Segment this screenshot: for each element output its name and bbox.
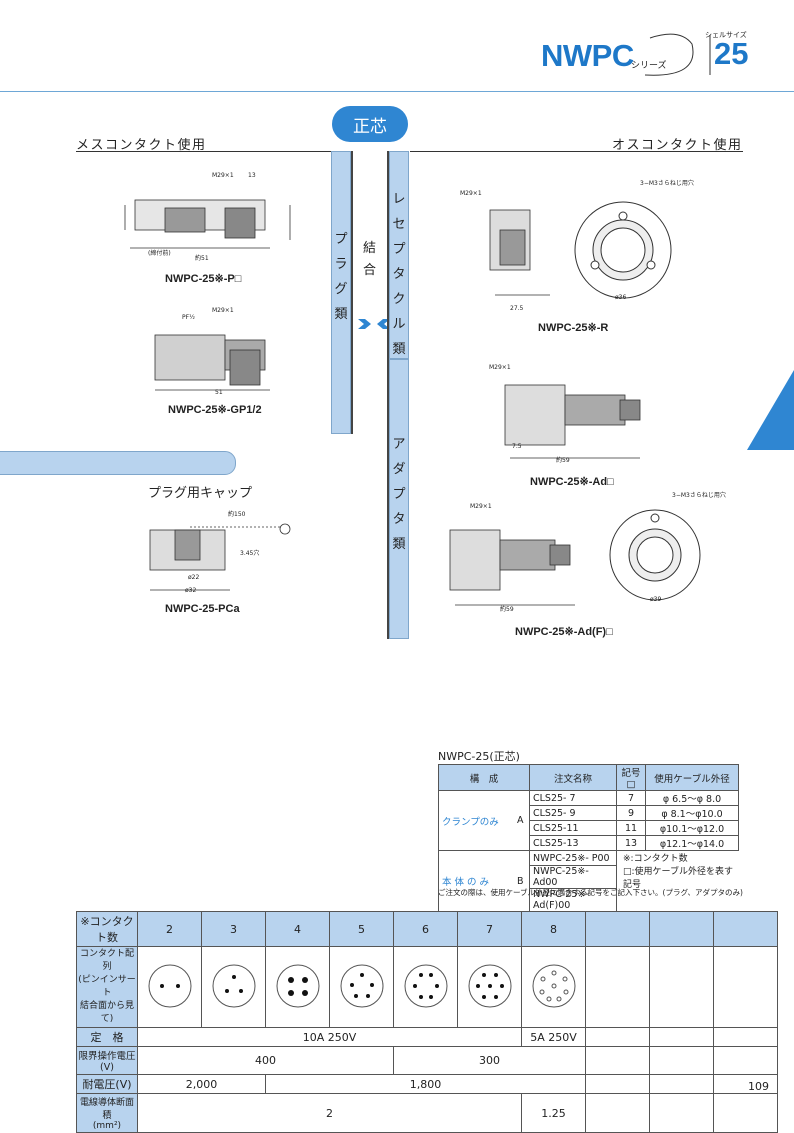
section-pill bbox=[0, 451, 236, 475]
dim-36: ø36 bbox=[615, 294, 627, 301]
shell-size: 25 bbox=[714, 36, 749, 71]
layout-label: コンタクト配列(ピンインサート結合面から見て) bbox=[76, 946, 138, 1028]
col-order-name: 注文名称 bbox=[529, 764, 617, 791]
voltage-label: 限界操作電圧(V) bbox=[76, 1046, 138, 1075]
table-row: NWPC-25※- Ad00 bbox=[439, 865, 739, 889]
dim-m29-adf: M29×1 bbox=[470, 503, 492, 510]
page-number: 109 bbox=[748, 1080, 769, 1093]
right-section-title: オスコンタクト使用 bbox=[612, 138, 743, 153]
clamp-code: A bbox=[513, 790, 530, 851]
caption-adapter-f: NWPC-25※-Ad(F)□ bbox=[515, 626, 613, 638]
dim-m29-ad: M29×1 bbox=[489, 364, 511, 371]
dim-clamp: (締付前) bbox=[148, 250, 171, 257]
table-row: NWPC-25※-Ad(F)00 bbox=[439, 888, 739, 912]
dim-275: 27.5 bbox=[510, 305, 524, 312]
layout-4-icon bbox=[276, 964, 319, 1007]
dim-32: ø32 bbox=[185, 587, 197, 594]
adapter-f-front-drawing bbox=[609, 509, 701, 601]
dim-51: 約51 bbox=[195, 255, 209, 262]
caption-adapter: NWPC-25※-Ad□ bbox=[530, 476, 614, 488]
caption-plug-gp: NWPC-25※-GP1/2 bbox=[168, 404, 262, 416]
caption-plug-p: NWPC-25※-P□ bbox=[165, 273, 242, 285]
series-arc-icon bbox=[644, 33, 711, 76]
adapter-drawing bbox=[504, 384, 641, 459]
dim-59: 約59 bbox=[556, 457, 570, 464]
dim-m29-r: M29×1 bbox=[460, 190, 482, 197]
layout-2-icon bbox=[148, 964, 191, 1007]
layout-5-icon bbox=[340, 964, 383, 1007]
clamp-label: クランプのみ bbox=[437, 790, 514, 851]
dim-59b: 約59 bbox=[500, 606, 514, 613]
plug-gp-drawing bbox=[154, 334, 270, 391]
header-divider bbox=[0, 91, 794, 92]
join-arrows-icon bbox=[358, 319, 390, 329]
rating-label: 定 格 bbox=[76, 1027, 138, 1047]
dim-m3: 3−M3さらねじ用穴 bbox=[640, 180, 694, 187]
receptacle-front-drawing bbox=[574, 201, 672, 299]
left-section-title: メスコンタクト使用 bbox=[76, 138, 207, 153]
contacts-label: ※コンタクト数 bbox=[76, 911, 138, 947]
series-suffix: シリーズ bbox=[631, 61, 667, 71]
join-label: 結合 bbox=[363, 241, 377, 278]
dim-75: 7.5 bbox=[512, 443, 522, 450]
cap-title: プラグ用キャップ bbox=[148, 486, 253, 501]
note-cable: □:使用ケーブル外径を表す記号 bbox=[623, 867, 733, 890]
plug-category-bar: プラグ類 bbox=[331, 151, 351, 434]
layout-8-icon bbox=[532, 964, 575, 1007]
receptacle-side-drawing bbox=[489, 209, 550, 296]
plug-p-drawing bbox=[124, 199, 291, 249]
caption-receptacle: NWPC-25※-R bbox=[538, 322, 609, 334]
layout-7-icon bbox=[468, 964, 511, 1007]
shell-size-label: シェルサイズ bbox=[705, 31, 747, 39]
page-tab-triangle bbox=[747, 370, 794, 450]
col-code: 記号□ bbox=[616, 764, 646, 791]
receptacle-category-bar: レセプタクル類 bbox=[389, 151, 409, 359]
spec-table: ※コンタクト数 2 3 4 5 6 7 8 コンタクト配列(ピンインサート結合面… bbox=[76, 911, 778, 1133]
col-structure: 構 成 bbox=[438, 764, 530, 791]
dim-39: ø39 bbox=[650, 596, 662, 603]
area-label: 電線導体断面積(mm²) bbox=[76, 1093, 138, 1133]
cap-drawing bbox=[149, 523, 291, 591]
col-cable: 使用ケーブル外径 bbox=[645, 764, 739, 791]
layout-3-icon bbox=[212, 964, 255, 1007]
series-title: NWPC bbox=[541, 38, 634, 73]
withstand-label: 耐電圧(V) bbox=[76, 1074, 138, 1094]
dim-150: 約150 bbox=[228, 511, 246, 518]
body-code: B bbox=[513, 850, 530, 912]
right-section-rule bbox=[410, 151, 743, 152]
right-bar-edge bbox=[387, 151, 389, 639]
badge: 正芯 bbox=[332, 106, 408, 142]
dim-m3-f: 3−M3さらねじ用穴 bbox=[672, 492, 726, 499]
dim-m29-gp: M29×1 bbox=[212, 307, 234, 314]
plug-bar-edge bbox=[351, 151, 353, 434]
note-contacts: ※:コンタクト数 bbox=[623, 854, 688, 864]
table-row: 本 体 の み B NWPC-25※- P00 ※:コンタクト数 □:使用ケーブ… bbox=[437, 850, 739, 912]
dim-m29: M29×1 bbox=[212, 172, 234, 179]
caption-cap: NWPC-25-PCa bbox=[165, 603, 240, 615]
order-footnote: ご注文の際は、使用ケーブル外径に適合する記号をご記入下さい。(プラグ、アダプタの… bbox=[438, 888, 743, 897]
left-section-rule bbox=[76, 151, 334, 152]
adapter-f-side-drawing bbox=[449, 529, 575, 606]
layout-6-icon bbox=[404, 964, 447, 1007]
adapter-category-bar: アダプタ類 bbox=[389, 359, 409, 639]
dim-51b: 51 bbox=[215, 389, 223, 396]
dim-345: 3.45穴 bbox=[240, 550, 260, 557]
dim-13: 13 bbox=[248, 172, 256, 179]
body-label: 本 体 の み bbox=[437, 850, 514, 912]
order-table-title: NWPC-25(正芯) bbox=[438, 750, 520, 763]
dim-pf: PF½ bbox=[182, 314, 195, 321]
dim-22: ø22 bbox=[188, 574, 200, 581]
